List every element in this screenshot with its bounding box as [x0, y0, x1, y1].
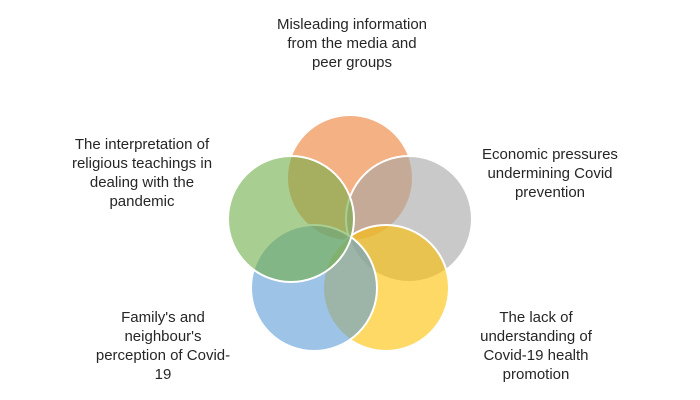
- venn-label-misleading-information: Misleading information from the media an…: [276, 16, 428, 71]
- venn-label-family-neighbour-perception: Family's and neighbour's perception of C…: [95, 309, 231, 383]
- venn-label-religious-teachings: The interpretation of religious teaching…: [71, 136, 213, 210]
- venn-label-economic-pressures: Economic pressures undermining Covid pre…: [482, 146, 618, 201]
- venn-label-lack-of-understanding: The lack of understanding of Covid-19 he…: [480, 309, 592, 383]
- venn-circle-religious-teachings: [227, 155, 355, 283]
